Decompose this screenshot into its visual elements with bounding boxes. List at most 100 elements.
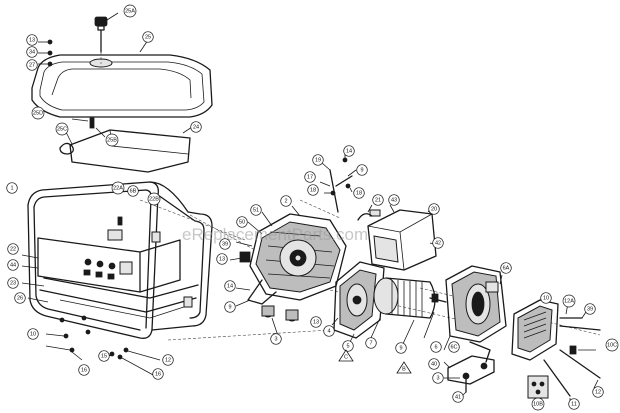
engine-block bbox=[229, 205, 347, 337]
svg-text:18: 18 bbox=[356, 190, 362, 196]
svg-text:7: 7 bbox=[369, 340, 372, 346]
callout-10b: 10B bbox=[531, 397, 545, 411]
svg-text:25B: 25B bbox=[107, 137, 117, 143]
svg-text:13: 13 bbox=[29, 37, 35, 43]
callout-22: 22 bbox=[7, 243, 19, 255]
fuel-tank bbox=[31, 39, 213, 118]
svg-text:5: 5 bbox=[346, 343, 349, 349]
fuel-cap bbox=[94, 12, 119, 53]
svg-text:25A: 25A bbox=[125, 8, 135, 14]
svg-text:9: 9 bbox=[399, 345, 402, 351]
tubular-frame bbox=[27, 181, 213, 339]
callout-13: 13 bbox=[216, 253, 228, 265]
callout-22a: 22A bbox=[111, 181, 125, 195]
svg-text:6B: 6B bbox=[130, 188, 137, 194]
svg-text:17: 17 bbox=[307, 174, 313, 180]
callout-10: 10 bbox=[27, 328, 39, 340]
callout-3: 3 bbox=[270, 333, 282, 345]
callout-22b: 22B bbox=[147, 192, 161, 206]
callout-6b: 6B bbox=[127, 185, 139, 197]
svg-text:4: 4 bbox=[327, 328, 330, 334]
svg-text:14: 14 bbox=[346, 148, 352, 154]
svg-text:50: 50 bbox=[239, 219, 245, 225]
callout-5: 5 bbox=[342, 340, 354, 352]
svg-text:16: 16 bbox=[155, 371, 161, 377]
svg-text:2: 2 bbox=[284, 198, 287, 204]
callout-7: 7 bbox=[365, 337, 377, 349]
svg-text:B: B bbox=[402, 367, 406, 373]
callout-17: 17 bbox=[304, 171, 316, 183]
svg-text:11: 11 bbox=[571, 401, 577, 407]
callout-10: 10 bbox=[540, 292, 552, 304]
svg-text:1: 1 bbox=[10, 185, 13, 191]
callout-27: 27 bbox=[26, 59, 38, 71]
tank-heat-shield bbox=[69, 126, 193, 173]
svg-text:26: 26 bbox=[17, 295, 23, 301]
callout-1: 1 bbox=[6, 182, 18, 194]
callout-15: 15 bbox=[98, 350, 110, 362]
svg-text:13: 13 bbox=[219, 256, 225, 262]
svg-text:3: 3 bbox=[436, 375, 439, 381]
svg-text:12A: 12A bbox=[564, 298, 574, 304]
svg-text:25C: 25C bbox=[57, 126, 67, 132]
tank-mount-parts bbox=[59, 117, 106, 155]
callout-2: 2 bbox=[280, 195, 292, 207]
svg-text:16: 16 bbox=[81, 367, 87, 373]
callout-11: 11 bbox=[568, 398, 580, 410]
svg-text:25: 25 bbox=[145, 34, 151, 40]
callout-4: 4 bbox=[323, 325, 335, 337]
callout-25b: 25B bbox=[105, 133, 119, 147]
callout-42: 42 bbox=[432, 237, 444, 249]
callout-51: 51 bbox=[250, 204, 262, 216]
marker-c: C bbox=[338, 349, 354, 362]
svg-text:39: 39 bbox=[222, 241, 228, 247]
callout-13: 13 bbox=[310, 316, 322, 328]
callout-13: 13 bbox=[26, 34, 38, 46]
callout-3: 3 bbox=[432, 372, 444, 384]
svg-text:3: 3 bbox=[274, 336, 277, 342]
control-panel bbox=[21, 216, 181, 303]
svg-text:41: 41 bbox=[455, 394, 461, 400]
svg-text:15: 15 bbox=[101, 353, 107, 359]
svg-text:9: 9 bbox=[360, 167, 363, 173]
callout-21: 21 bbox=[372, 194, 384, 206]
svg-text:42: 42 bbox=[435, 240, 441, 246]
callout-24: 24 bbox=[190, 121, 202, 133]
callout-10c: 10C bbox=[605, 338, 619, 352]
callout-39: 39 bbox=[584, 303, 596, 315]
svg-text:10: 10 bbox=[30, 331, 36, 337]
svg-text:13: 13 bbox=[313, 319, 319, 325]
callout-26: 26 bbox=[14, 292, 26, 304]
callout-43: 43 bbox=[388, 194, 400, 206]
svg-text:23: 23 bbox=[10, 280, 16, 286]
mount-bracket bbox=[443, 345, 601, 402]
svg-text:18: 18 bbox=[310, 187, 316, 193]
svg-text:14: 14 bbox=[227, 283, 233, 289]
marker-triangles: CB bbox=[338, 349, 412, 374]
callout-34: 34 bbox=[26, 46, 38, 58]
svg-text:21: 21 bbox=[375, 197, 381, 203]
callout-25a: 25A bbox=[123, 4, 137, 18]
callout-44: 44 bbox=[7, 259, 19, 271]
svg-text:6A: 6A bbox=[503, 265, 510, 271]
callout-12: 12 bbox=[592, 386, 604, 398]
muffler bbox=[357, 204, 437, 271]
svg-text:12: 12 bbox=[595, 389, 601, 395]
rotor bbox=[369, 277, 447, 347]
svg-text:12: 12 bbox=[165, 357, 171, 363]
callout-14: 14 bbox=[224, 280, 236, 292]
callout-9: 9 bbox=[395, 342, 407, 354]
callout-18: 18 bbox=[307, 184, 319, 196]
callout-9: 9 bbox=[356, 164, 368, 176]
svg-text:40: 40 bbox=[431, 361, 437, 367]
fan-housing bbox=[331, 261, 385, 343]
watermark: eReplacementParts.com bbox=[182, 225, 368, 244]
callout-23: 23 bbox=[7, 277, 19, 289]
callout-20: 20 bbox=[428, 203, 440, 215]
callout-16: 16 bbox=[78, 364, 90, 376]
callout-18: 18 bbox=[353, 187, 365, 199]
callout-25d: 25D bbox=[31, 106, 45, 120]
svg-text:C: C bbox=[344, 355, 348, 361]
